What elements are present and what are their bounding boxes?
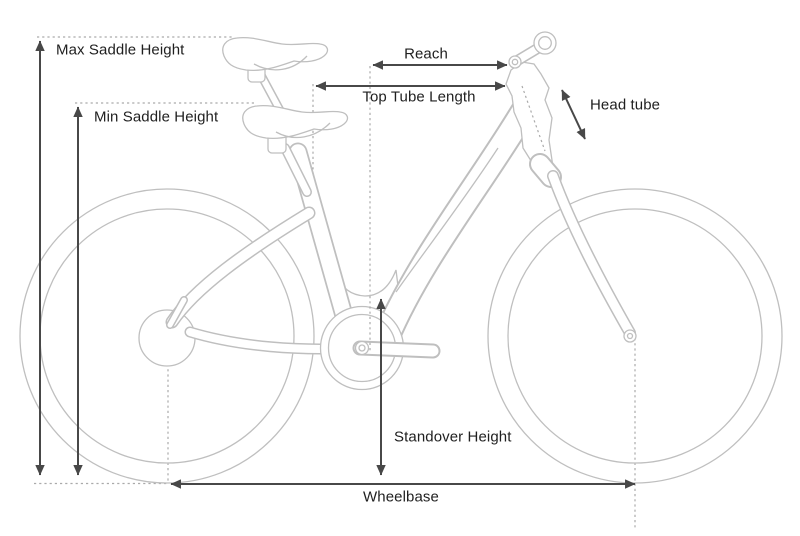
handlebar-grip-inner	[538, 36, 552, 50]
stem-pivot-bolt	[511, 58, 519, 66]
crankset	[319, 305, 441, 391]
head-tube-arrow	[561, 89, 586, 140]
standover-height-label: Standover Height	[394, 429, 512, 446]
guide-lines	[34, 36, 636, 529]
saddle-rails-max	[253, 55, 308, 71]
front-axle	[623, 329, 637, 343]
handlebar-grip	[533, 31, 557, 55]
dimension-labels: Max Saddle Height Min Saddle Height Reac…	[56, 42, 660, 506]
saddle-body-max	[222, 36, 329, 72]
fork-blade	[548, 171, 635, 338]
front-tire-inner	[507, 208, 763, 464]
head-tube-label: Head tube	[590, 97, 660, 114]
crank-arm	[354, 342, 439, 357]
front-axle-bolt	[626, 332, 634, 340]
min-saddle-height-label: Min Saddle Height	[94, 109, 219, 126]
stem-handlebar	[508, 31, 557, 69]
stem-pivot	[508, 55, 522, 69]
rear-tire-outer	[19, 188, 315, 484]
saddle-body-min	[242, 104, 349, 140]
rear-dropout	[167, 297, 187, 328]
steerer-axis-guide-line	[521, 85, 546, 152]
bottom-bracket	[354, 340, 370, 356]
max-saddle-height-label: Max Saddle Height	[56, 42, 185, 59]
down-tube	[374, 96, 538, 350]
saddle-min-position	[242, 104, 349, 197]
rear-wheel	[19, 188, 315, 484]
reach-label: Reach	[404, 46, 448, 63]
dimension-annotations	[35, 40, 636, 489]
guide-lines-over	[369, 85, 546, 351]
top-tube-length-label: Top Tube Length	[362, 89, 475, 106]
bottom-bracket-bolt	[358, 344, 366, 352]
saddle-rails-min	[275, 122, 331, 139]
battery-seam-line	[395, 147, 499, 293]
seat-post-min	[281, 144, 311, 196]
wheelbase-label: Wheelbase	[363, 489, 439, 506]
